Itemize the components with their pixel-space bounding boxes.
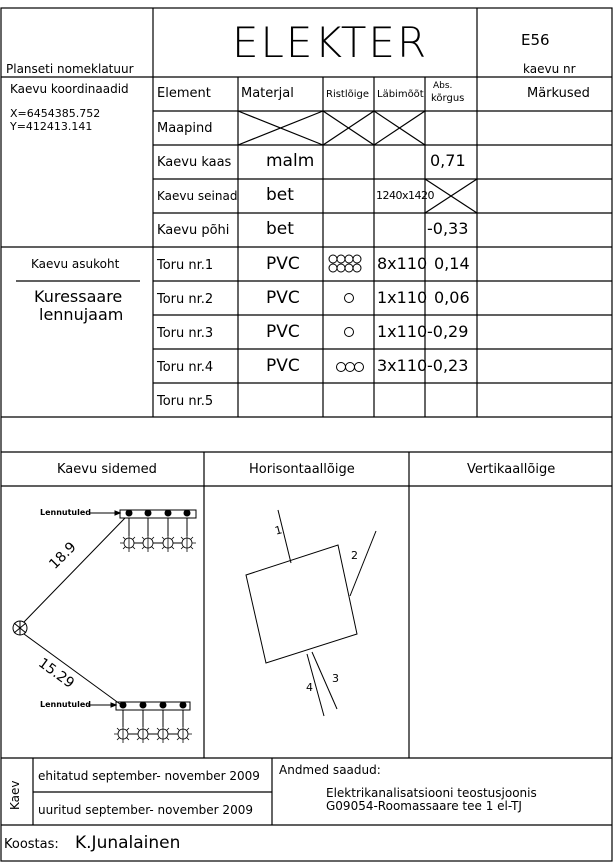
row-material: bet (266, 219, 294, 239)
row-element: Toru nr.2 (157, 292, 214, 307)
pipe-line-2 (349, 530, 377, 597)
runway-light-icon (114, 725, 132, 743)
header-cross: Ristlõige (326, 89, 370, 100)
light-label-top: Lennutuled (40, 508, 92, 517)
row-abs: -0,33 (427, 219, 469, 238)
pipe-single (344, 327, 354, 337)
runway-light-icon (174, 725, 192, 743)
row-abs: 0,14 (434, 254, 470, 273)
well-plan-square (245, 544, 358, 664)
pipe-label-4: 4 (306, 681, 313, 694)
coords-label: Kaevu koordinaadid (10, 82, 129, 96)
row-abs: -0,29 (427, 322, 469, 341)
pipe-line-3 (311, 651, 338, 710)
row-element: Maapind (157, 121, 213, 136)
section-connections: Kaevu sidemed (57, 462, 157, 477)
header-element: Element (157, 86, 211, 101)
section-vertical: Vertikaallõige (467, 462, 556, 477)
surveyed-date: uuritud september- november 2009 (38, 803, 253, 817)
row-diameter: 1x110 (377, 288, 428, 307)
title: ELEKTER (232, 18, 429, 67)
author-label: Koostas: (4, 837, 59, 852)
runway-light-icon (159, 534, 177, 552)
row-diameter: 3x110 (377, 356, 428, 375)
row-diameter: 8x110 (377, 254, 428, 273)
header-abs-bottom: kõrgus (431, 93, 465, 104)
pipe-label-2: 2 (351, 549, 358, 562)
row-element: Kaevu põhi (157, 223, 230, 238)
row-element: Toru nr.5 (157, 394, 214, 409)
pipe-line-1 (277, 509, 292, 564)
location-label: Kaevu asukoht (31, 257, 120, 271)
row-abs: 0,71 (430, 151, 466, 170)
light-group-lower (88, 701, 191, 735)
runway-light-icon (139, 534, 157, 552)
cable-lower (23, 633, 121, 705)
row-element: Toru nr.4 (157, 360, 214, 375)
row-abs: -0,23 (427, 356, 469, 375)
runway-light-icon (134, 725, 152, 743)
row-diameter: 1240x1420 (376, 189, 435, 202)
source-label: Andmed saadud: (279, 763, 381, 777)
pipe-bundle-3 (336, 362, 364, 372)
coord-x: X=6454385.752 (10, 107, 101, 120)
row-abs: 0,06 (434, 288, 470, 307)
row-material: bet (266, 185, 294, 205)
row-material: PVC (266, 254, 300, 274)
row-element: Kaevu seinad (157, 189, 238, 203)
source-line2: G09054-Roomassaare tee 1 el-TJ (326, 799, 522, 813)
header-notes: Märkused (527, 86, 590, 101)
built-date: ehitatud september- november 2009 (38, 769, 260, 783)
cable-upper (23, 517, 126, 623)
location-line2: lennujaam (39, 305, 124, 324)
header-abs-top: Abs. (433, 81, 453, 91)
row-element: Toru nr.1 (157, 258, 214, 273)
author-name: K.Junalainen (75, 833, 181, 853)
kaev-label: Kaev (8, 780, 22, 811)
light-label-bottom: Lennutuled (40, 700, 92, 709)
row-element: Kaevu kaas (157, 155, 232, 170)
light-group-upper (90, 509, 197, 544)
location-line1: Kuressaare (34, 287, 123, 306)
nomenclature-label: Planseti nomeklatuur (6, 62, 134, 76)
pipe-line-4 (306, 653, 325, 717)
row-material: PVC (266, 322, 300, 342)
row-element: Toru nr.3 (157, 326, 214, 341)
pipe-bundle-8 (328, 254, 362, 273)
runway-light-icon (120, 534, 138, 552)
section-horizontal: Horisontaallõige (249, 462, 355, 477)
row-material: malm (266, 151, 315, 171)
source-line1: Elektrikanalisatsiooni teostusjoonis (326, 786, 537, 800)
pipe-label-3: 3 (332, 672, 339, 685)
well-id: E56 (521, 31, 550, 49)
header-diameter: Läbimõõt (377, 89, 424, 100)
row-diameter: 1x110 (377, 322, 428, 341)
row-material: PVC (266, 356, 300, 376)
well-nr-label: kaevu nr (523, 62, 576, 76)
coord-y: Y=412413.141 (10, 120, 93, 133)
row-material: PVC (266, 288, 300, 308)
pipe-single (344, 293, 354, 303)
runway-light-icon (178, 534, 196, 552)
runway-light-icon (154, 725, 172, 743)
header-material: Materjal (241, 86, 294, 101)
